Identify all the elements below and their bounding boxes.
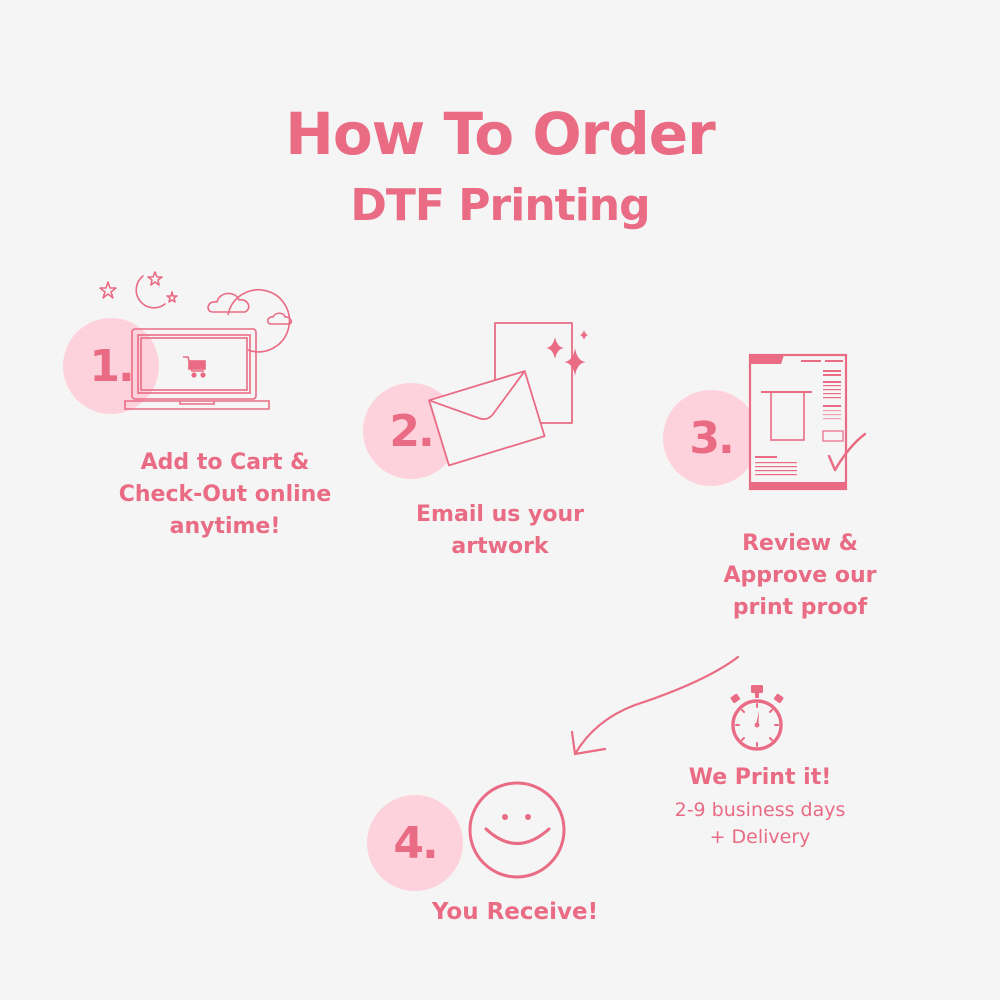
step-3-caption: Review & Approve our print proof bbox=[723, 531, 877, 620]
laptop-shopping-cart-icon bbox=[124, 328, 270, 410]
checkmark-icon bbox=[827, 432, 867, 472]
flow-arrow-icon bbox=[570, 655, 740, 756]
page-subtitle: DTF Printing bbox=[350, 180, 650, 231]
step-2-caption: Email us your artwork bbox=[416, 502, 584, 559]
smiley-face-icon bbox=[468, 781, 566, 879]
step-1-number: 1. bbox=[89, 340, 134, 392]
night-sky-icon bbox=[99, 271, 293, 353]
envelope-icon bbox=[428, 322, 588, 467]
stopwatch-icon bbox=[730, 685, 784, 751]
page-title: How To Order bbox=[285, 100, 715, 168]
step-3-number-badge: 3. bbox=[663, 390, 759, 486]
print-stage-title: We Print it! bbox=[688, 765, 832, 790]
step-3-number: 3. bbox=[689, 412, 734, 464]
print-stage-detail: 2-9 business days + Delivery bbox=[674, 799, 846, 848]
step-4-number: 4. bbox=[393, 817, 438, 869]
step-4-caption: You Receive! bbox=[431, 899, 599, 925]
step-1-number-badge: 1. bbox=[63, 318, 159, 414]
step-4-number-badge: 4. bbox=[367, 795, 463, 891]
step-1-caption: Add to Cart & Check-Out online anytime! bbox=[118, 450, 332, 539]
step-2-number: 2. bbox=[389, 405, 434, 457]
print-proof-document-icon bbox=[748, 353, 848, 491]
